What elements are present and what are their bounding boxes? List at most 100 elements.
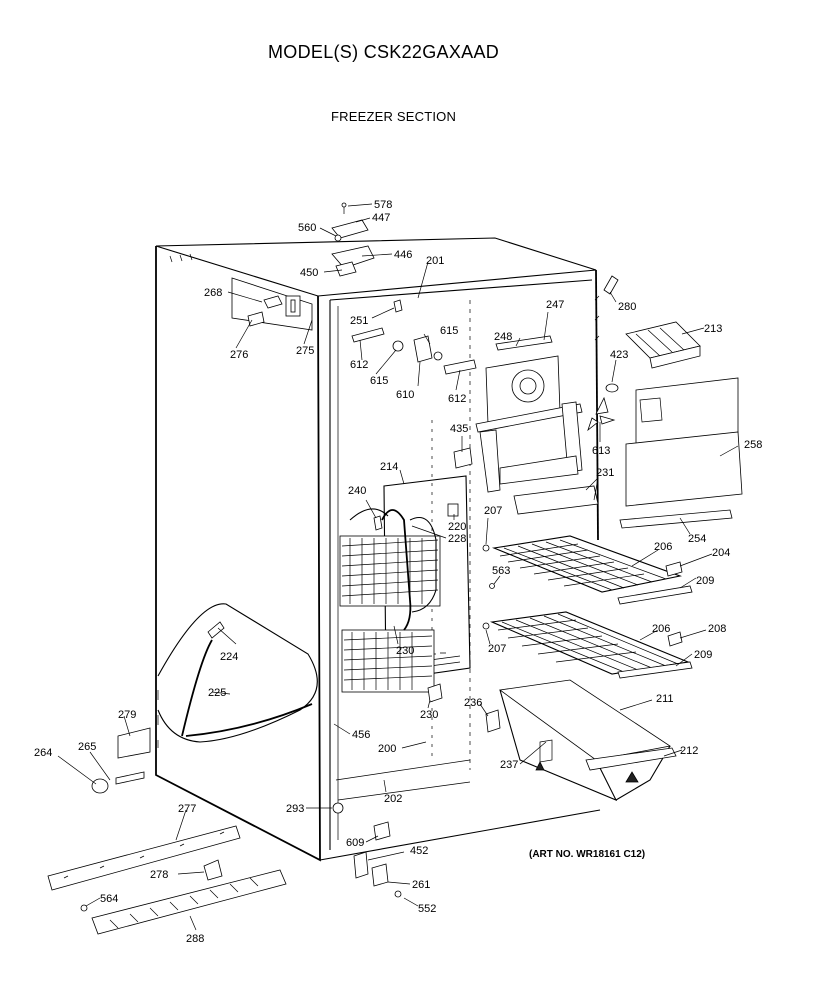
callout-613: 613 <box>592 445 610 457</box>
section-title: FREEZER SECTION <box>331 109 457 124</box>
callout-452: 452 <box>410 845 428 857</box>
model-title: MODEL(S) CSK22GAXAAD <box>268 42 500 62</box>
callout-264: 264 <box>34 747 52 759</box>
fan-bracket-assembly <box>475 335 583 493</box>
callout-207-lower: 207 <box>488 643 506 655</box>
part-261 <box>371 863 389 887</box>
callout-202: 202 <box>384 793 402 805</box>
callout-435: 435 <box>450 423 468 435</box>
part-280 <box>603 275 619 295</box>
storage-bin <box>498 679 677 802</box>
side-control-components <box>231 277 313 331</box>
callout-563: 563 <box>492 565 510 577</box>
roller-278 <box>203 859 223 881</box>
callout-247: 247 <box>546 299 564 311</box>
wire-shelf-upper <box>491 535 683 593</box>
light-switch-parts <box>351 299 477 531</box>
callout-261: 261 <box>412 879 430 891</box>
callout-560: 560 <box>298 222 316 234</box>
callout-293: 293 <box>286 803 304 815</box>
callout-268: 268 <box>204 287 222 299</box>
callout-615-right: 615 <box>440 325 458 337</box>
callout-280: 280 <box>618 301 636 313</box>
callout-207-upper: 207 <box>484 505 502 517</box>
callout-209-lower: 209 <box>694 649 712 661</box>
callout-578: 578 <box>374 199 392 211</box>
part-452 <box>353 851 369 879</box>
art-number: (ART NO. WR18161 C12) <box>529 849 646 860</box>
callout-276: 276 <box>230 349 248 361</box>
wire-shelf-lower <box>489 611 691 675</box>
part-204 <box>665 561 683 577</box>
hinge-236 <box>485 709 501 733</box>
callout-228: 228 <box>448 533 466 545</box>
part-609 <box>373 821 391 841</box>
callout-258: 258 <box>744 439 762 451</box>
callout-612-right: 612 <box>448 393 466 405</box>
callout-211: 211 <box>656 693 674 705</box>
evaporator-coils <box>339 508 441 693</box>
callout-201: 201 <box>426 255 444 267</box>
callout-447: 447 <box>372 212 390 224</box>
base-rail <box>47 825 241 891</box>
heater-tube-assembly <box>157 603 318 743</box>
callout-265: 265 <box>78 741 96 753</box>
callout-206-lower: 206 <box>652 623 670 635</box>
shelf-bracket <box>513 485 599 515</box>
callout-236: 236 <box>464 697 482 709</box>
shelf-trim-lower <box>617 661 693 679</box>
callout-204: 204 <box>712 547 730 559</box>
callout-450: 450 <box>300 267 318 279</box>
callout-200: 200 <box>378 743 396 755</box>
divider-panel <box>619 377 743 529</box>
part-208 <box>667 631 683 647</box>
callout-224: 224 <box>220 651 238 663</box>
callout-248: 248 <box>494 331 512 343</box>
callout-456: 456 <box>352 729 370 741</box>
callout-237: 237 <box>500 759 518 771</box>
callout-231: 231 <box>596 467 614 479</box>
callout-275: 275 <box>296 345 314 357</box>
part-230-clip <box>427 683 443 703</box>
top-thermostat-assembly <box>331 202 375 277</box>
callout-208: 208 <box>708 623 726 635</box>
callout-423: 423 <box>610 349 628 361</box>
ice-tray <box>625 321 701 369</box>
part-265 <box>115 771 145 785</box>
callout-251: 251 <box>350 315 368 327</box>
callout-225: 225 <box>208 687 226 699</box>
callout-277: 277 <box>178 803 196 815</box>
callout-615-left: 615 <box>370 375 388 387</box>
part-207-lower <box>482 622 490 630</box>
callout-220: 220 <box>448 521 466 533</box>
callout-labels: 578 447 560 446 450 201 268 276 275 251 … <box>34 199 762 945</box>
shelf-trim-upper <box>617 585 693 605</box>
toe-grille <box>91 869 287 935</box>
callout-230-upper: 230 <box>396 645 414 657</box>
leader-lines <box>57 203 739 931</box>
part-207-upper <box>482 544 490 552</box>
freezer-cabinet <box>155 237 601 862</box>
callout-254: 254 <box>688 533 706 545</box>
part-293 <box>332 802 344 814</box>
callout-552: 552 <box>418 903 436 915</box>
callout-212: 212 <box>680 745 698 757</box>
part-564 <box>80 904 88 912</box>
callout-446: 446 <box>394 249 412 261</box>
callout-279: 279 <box>118 709 136 721</box>
part-423 <box>605 383 619 393</box>
callout-278: 278 <box>150 869 168 881</box>
part-264 <box>91 778 109 794</box>
callout-209-upper: 209 <box>696 575 714 587</box>
callout-288: 288 <box>186 933 204 945</box>
callout-610: 610 <box>396 389 414 401</box>
callout-230-lower: 230 <box>420 709 438 721</box>
fan-blade <box>587 396 616 432</box>
part-279 <box>117 727 151 759</box>
callout-609: 609 <box>346 837 364 849</box>
callout-240: 240 <box>348 485 366 497</box>
callout-612-left: 612 <box>350 359 368 371</box>
callout-213: 213 <box>704 323 722 335</box>
callout-564: 564 <box>100 893 118 905</box>
